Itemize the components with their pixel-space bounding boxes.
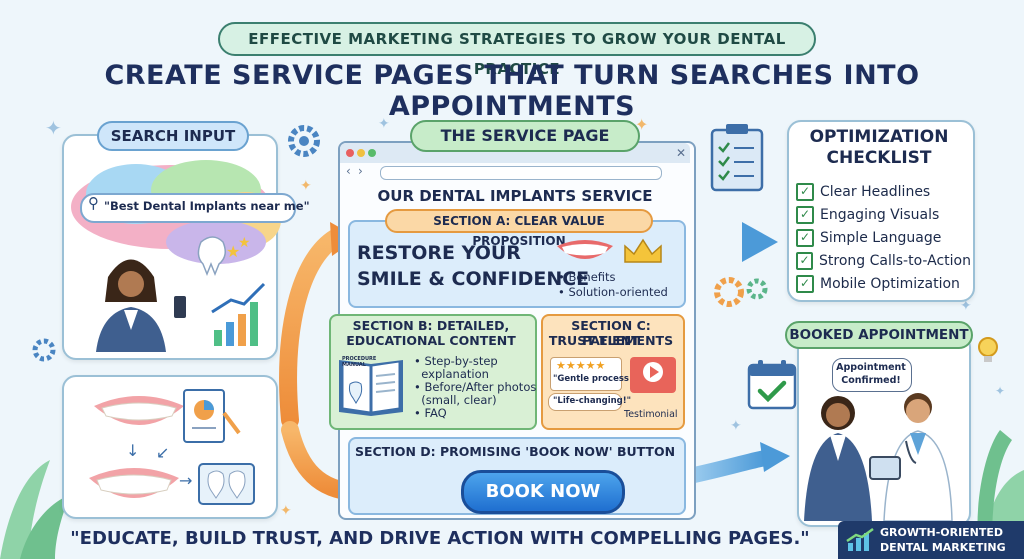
address-bar[interactable] (380, 166, 662, 180)
browser-dot-red (346, 149, 354, 157)
review-quote-1: "Gentle process!" (553, 374, 638, 384)
service-page-heading: OUR DENTAL IMPLANTS SERVICE (377, 187, 653, 205)
svg-text:✦: ✦ (378, 116, 390, 132)
service-page-label: THE SERVICE PAGE (410, 120, 640, 152)
checklist-item: ✓Simple Language (796, 229, 971, 247)
section-b-bullet-5: • FAQ (414, 406, 447, 420)
svg-text:↓: ↓ (126, 441, 139, 460)
svg-text:→: → (179, 471, 192, 490)
section-a-bullet-2: • Solution-oriented (558, 285, 668, 299)
calendar-check-icon (747, 360, 797, 410)
section-d-label: SECTION D: PROMISING 'BOOK NOW' BUTTON (354, 444, 676, 459)
clipboard-icon (710, 124, 764, 192)
section-b-bullet-1: • Step-by-step (414, 354, 498, 368)
chevron-right-icon[interactable]: › (358, 164, 363, 178)
search-cloud-illustration: ★ ★ (71, 160, 281, 352)
brand-line-1: GROWTH-ORIENTED (880, 526, 1004, 539)
section-b-bullet-2: explanation (414, 367, 489, 381)
confirmation-bubble (832, 358, 912, 392)
svg-text:✦: ✦ (960, 298, 972, 314)
svg-text:✦: ✦ (280, 503, 292, 519)
checklist-item: ✓Engaging Visuals (796, 206, 971, 224)
brand-line-2: DENTAL MARKETING (880, 541, 1006, 554)
tagline-pill: EFFECTIVE MARKETING STRATEGIES TO GROW Y… (218, 22, 816, 78)
check-icon: ✓ (796, 252, 814, 270)
play-triangle-icon (650, 366, 659, 378)
review-card-2 (548, 393, 622, 411)
browser-dot-green (368, 149, 376, 157)
testimonial-caption: Testimonial (624, 409, 678, 420)
search-input-label: SEARCH INPUT (97, 121, 249, 151)
checklist-item: ✓Clear Headlines (796, 183, 971, 201)
procedure-manual-label: PROCEDURE MANUAL (342, 356, 377, 368)
section-c-label-2: TRUST ELEMENTS (548, 333, 674, 348)
review-card-1 (550, 357, 622, 391)
checklist-items: ✓Clear Headlines ✓Engaging Visuals ✓Simp… (796, 178, 971, 298)
check-icon: ✓ (796, 183, 814, 201)
growth-chart-icon (846, 527, 874, 551)
confirmation-text-1: Appointment (836, 362, 906, 373)
svg-text:✦: ✦ (995, 384, 1005, 398)
check-icon: ✓ (796, 275, 814, 293)
section-b-label-2: EDUCATIONAL CONTENT (346, 333, 516, 348)
section-b-label-1: SECTION B: DETAILED, (352, 318, 510, 333)
section-a-label: SECTION A: CLEAR VALUE PROPOSITION (385, 209, 653, 248)
svg-text:✦: ✦ (730, 418, 742, 434)
check-icon: ✓ (796, 229, 814, 247)
svg-text:✦: ✦ (45, 116, 62, 140)
checklist-item: ✓Mobile Optimization (796, 275, 971, 293)
before-after-illustration: ↓ ↙ → (89, 389, 255, 505)
smile-crown-icons (557, 238, 662, 263)
svg-text:★: ★ (226, 242, 240, 261)
procedure-manual-icon (339, 360, 403, 416)
section-c-label-1: SECTION C: PATIENT (571, 318, 651, 348)
check-icon: ✓ (796, 206, 814, 224)
chevron-left-icon[interactable]: ‹ (346, 164, 351, 178)
search-bar[interactable] (80, 193, 296, 223)
checklist-title-1: OPTIMIZATION (809, 127, 949, 147)
checklist-title-2: CHECKLIST (826, 148, 932, 168)
confirmation-text-2: Confirmed! (841, 375, 901, 386)
search-query-text: "Best Dental Implants near me" (104, 199, 310, 213)
browser-dot-yellow (357, 149, 365, 157)
svg-text:✦: ✦ (300, 178, 312, 194)
patient-dentist-illustration (804, 393, 953, 521)
search-icon: ⚲ (88, 194, 99, 212)
booked-label: BOOKED APPOINTMENT (785, 321, 973, 349)
review-quote-2: "Life-changing!" (553, 396, 632, 406)
star-rating: ★★★★★ (556, 359, 606, 372)
page-title: CREATE SERVICE PAGES THAT TURN SEARCHES … (104, 60, 920, 122)
section-a-headline-1: RESTORE YOUR (357, 242, 521, 264)
footer-quote: "EDUCATE, BUILD TRUST, AND DRIVE ACTION … (70, 528, 810, 549)
svg-text:★: ★ (238, 235, 251, 251)
checklist-item: ✓Strong Calls-to-Action (796, 252, 971, 270)
section-b-bullet-4: (small, clear) (414, 393, 497, 407)
checklist-card (787, 120, 975, 302)
svg-text:↙: ↙ (156, 443, 169, 462)
section-a-bullet-1: • Benefits (558, 270, 616, 284)
book-now-button[interactable]: BOOK NOW (461, 470, 625, 514)
section-a-headline-2: SMILE & CONFIDENCE (357, 268, 590, 290)
close-icon[interactable]: ✕ (676, 146, 687, 160)
section-b-bullet-3: • Before/After photos (414, 380, 537, 394)
